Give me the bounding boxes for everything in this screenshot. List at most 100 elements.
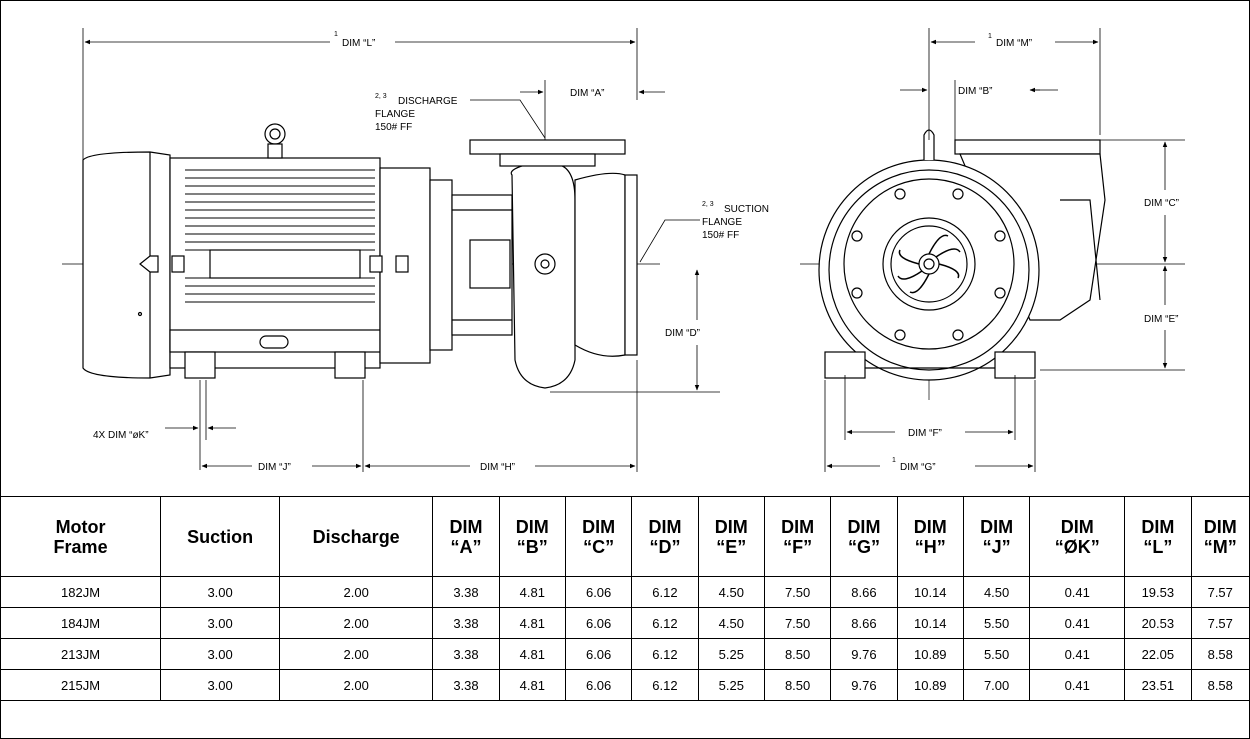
table-cell: 7.00 bbox=[962, 669, 1031, 701]
table-cell: 2.00 bbox=[279, 607, 434, 639]
table-cell: 5.50 bbox=[962, 607, 1031, 639]
table-cell: 10.14 bbox=[896, 576, 964, 608]
dim-a-label: DIM “A” bbox=[570, 88, 604, 99]
table-cell: 0.41 bbox=[1029, 576, 1126, 608]
table-cell: 4.81 bbox=[498, 669, 566, 701]
dim-m-label: DIM “M” bbox=[996, 38, 1032, 49]
table-cell: 3.38 bbox=[432, 669, 500, 701]
header-dim-f: DIM“F” bbox=[763, 496, 832, 577]
table-row: 182JM 3.00 2.00 3.38 4.81 6.06 6.12 4.50… bbox=[0, 576, 1250, 608]
pump-dimension-drawing: 1 DIM “L” DIM “A” 2, 3 DISCHARGE FLANGE … bbox=[62, 28, 1185, 473]
table-cell: 10.89 bbox=[896, 669, 964, 701]
table-cell: 182JM bbox=[0, 576, 162, 608]
table-row: 184JM 3.00 2.00 3.38 4.81 6.06 6.12 4.50… bbox=[0, 607, 1250, 639]
header-discharge: Discharge bbox=[279, 496, 434, 577]
dim-j-label: DIM “J” bbox=[258, 462, 291, 473]
table-cell: 215JM bbox=[0, 669, 162, 701]
table-row: 215JM 3.00 2.00 3.38 4.81 6.06 6.12 5.25… bbox=[0, 669, 1250, 701]
header-dim-l: DIM“L” bbox=[1124, 496, 1192, 577]
table-cell: 3.38 bbox=[432, 576, 500, 608]
table-cell: 6.06 bbox=[564, 669, 633, 701]
table-cell: 0.41 bbox=[1029, 669, 1126, 701]
table-cell: 4.81 bbox=[498, 607, 566, 639]
table-cell: 20.53 bbox=[1124, 607, 1192, 639]
table-cell: 6.06 bbox=[564, 638, 633, 670]
table-cell: 9.76 bbox=[830, 638, 898, 670]
table-cell: 19.53 bbox=[1124, 576, 1192, 608]
header-suction: Suction bbox=[160, 496, 281, 577]
table-cell: 6.12 bbox=[631, 607, 699, 639]
dim-f-label: DIM “F” bbox=[908, 428, 942, 439]
table-cell: 4.81 bbox=[498, 576, 566, 608]
table-row: 213JM 3.00 2.00 3.38 4.81 6.06 6.12 5.25… bbox=[0, 638, 1250, 670]
header-dim-e: DIM“E” bbox=[697, 496, 765, 577]
table-cell: 3.38 bbox=[432, 607, 500, 639]
table-cell: 4.50 bbox=[697, 607, 765, 639]
table-cell: 8.50 bbox=[763, 669, 832, 701]
header-dim-c: DIM“C” bbox=[564, 496, 633, 577]
table-cell: 6.06 bbox=[564, 576, 633, 608]
table-cell: 0.41 bbox=[1029, 607, 1126, 639]
dim-b-label: DIM “B” bbox=[958, 86, 992, 97]
dim-m-sup: 1 bbox=[988, 33, 992, 40]
discharge-flange-sup: 2, 3 bbox=[375, 93, 387, 100]
header-dim-b: DIM“B” bbox=[498, 496, 566, 577]
discharge-flange-line-3: 150# FF bbox=[375, 122, 412, 133]
table-cell: 0.41 bbox=[1029, 638, 1126, 670]
table-cell: 8.66 bbox=[830, 576, 898, 608]
table-cell: 7.50 bbox=[763, 607, 832, 639]
dim-c-label: DIM “C” bbox=[1144, 198, 1179, 209]
side-view-dimension-lines bbox=[84, 39, 720, 472]
table-cell: 3.38 bbox=[432, 638, 500, 670]
table-cell: 8.58 bbox=[1190, 638, 1250, 670]
table-cell: 7.57 bbox=[1190, 576, 1250, 608]
header-dim-k: DIM“ØK” bbox=[1029, 496, 1126, 577]
table-cell: 3.00 bbox=[160, 669, 281, 701]
drawing-svg: 1 DIM “L” DIM “A” 2, 3 DISCHARGE FLANGE … bbox=[62, 28, 1185, 473]
end-view-dimension-lines bbox=[824, 28, 1185, 472]
table-cell: 9.76 bbox=[830, 669, 898, 701]
end-view-pump-drawing bbox=[800, 129, 1185, 400]
table-cell: 6.12 bbox=[631, 638, 699, 670]
header-dim-g: DIM“G” bbox=[830, 496, 898, 577]
table-cell: 5.25 bbox=[697, 638, 765, 670]
side-view-pump-drawing bbox=[62, 28, 660, 389]
suction-flange-sup: 2, 3 bbox=[702, 201, 714, 208]
table-cell: 7.57 bbox=[1190, 607, 1250, 639]
dim-g-label: DIM “G” bbox=[900, 462, 936, 473]
table-cell: 7.50 bbox=[763, 576, 832, 608]
dim-l-sup: 1 bbox=[334, 31, 338, 38]
table-cell: 4.50 bbox=[697, 576, 765, 608]
table-cell: 23.51 bbox=[1124, 669, 1192, 701]
table-cell: 10.89 bbox=[896, 638, 964, 670]
dim-e-label: DIM “E” bbox=[1144, 314, 1178, 325]
suction-flange-line-1: SUCTION bbox=[724, 204, 769, 215]
table-cell: 2.00 bbox=[279, 576, 434, 608]
header-dim-j: DIM“J” bbox=[962, 496, 1031, 577]
header-dim-m: DIM“M” bbox=[1190, 496, 1250, 577]
table-cell: 8.66 bbox=[830, 607, 898, 639]
dim-l-label: DIM “L” bbox=[342, 38, 375, 49]
header-dim-h: DIM“H” bbox=[896, 496, 964, 577]
suction-flange-line-3: 150# FF bbox=[702, 230, 739, 241]
table-cell: 6.12 bbox=[631, 576, 699, 608]
table-cell: 2.00 bbox=[279, 669, 434, 701]
table-cell: 3.00 bbox=[160, 638, 281, 670]
table-cell: 5.50 bbox=[962, 638, 1031, 670]
table-cell: 4.50 bbox=[962, 576, 1031, 608]
suction-flange-line-2: FLANGE bbox=[702, 217, 742, 228]
dim-h-label: DIM “H” bbox=[480, 462, 515, 473]
table-cell: 3.00 bbox=[160, 576, 281, 608]
table-cell: 10.14 bbox=[896, 607, 964, 639]
table-cell: 3.00 bbox=[160, 607, 281, 639]
table-cell: 2.00 bbox=[279, 638, 434, 670]
header-dim-a: DIM“A” bbox=[432, 496, 500, 577]
table-cell: 8.50 bbox=[763, 638, 832, 670]
table-cell: 184JM bbox=[0, 607, 162, 639]
discharge-flange-line-2: FLANGE bbox=[375, 109, 415, 120]
dim-g-sup: 1 bbox=[892, 457, 896, 464]
table-cell: 22.05 bbox=[1124, 638, 1192, 670]
table-cell: 5.25 bbox=[697, 669, 765, 701]
table-cell: 6.12 bbox=[631, 669, 699, 701]
